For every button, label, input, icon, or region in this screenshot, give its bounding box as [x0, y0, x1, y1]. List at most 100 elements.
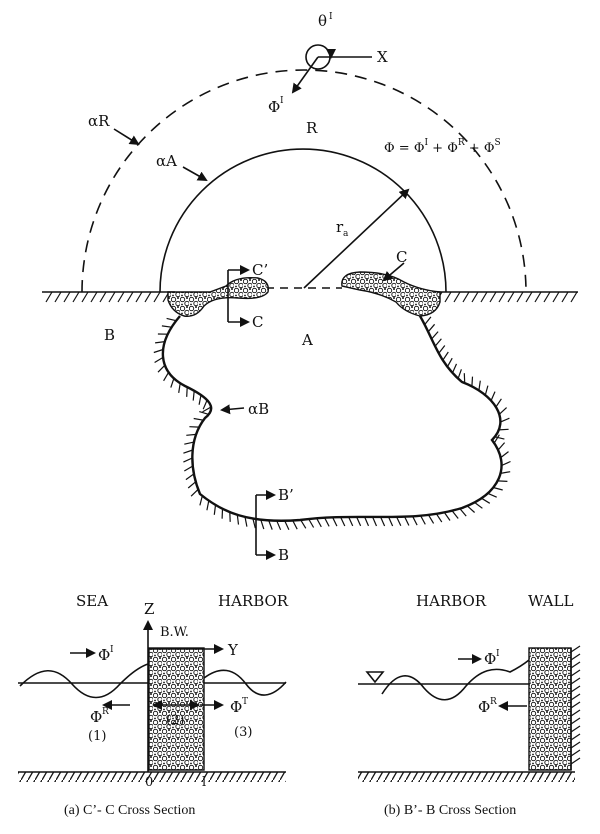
- harbor-hatch-mark: [478, 380, 481, 391]
- harbor-hatch-mark: [154, 356, 164, 364]
- harbor-hatch-mark: [184, 441, 195, 445]
- c-lower-label: C: [252, 313, 263, 331]
- harbor-hatch-mark: [396, 516, 402, 527]
- breakwater-label: B.W.: [160, 625, 189, 640]
- ground-hatch-mark: [99, 291, 107, 303]
- harbor-hatch-mark: [431, 331, 439, 340]
- region-a-label: A: [301, 331, 313, 349]
- harbor-hatch-mark: [487, 492, 497, 498]
- wall-hatch-mark: [570, 725, 581, 733]
- c-pointer-label: C: [396, 248, 407, 266]
- harbor-hatch-mark: [332, 517, 338, 527]
- harbor-hatch-mark: [493, 486, 503, 491]
- ground-hatch-mark: [63, 291, 71, 303]
- outer-boundary-alpha-r: [81, 69, 527, 293]
- inner-boundary-alpha-a: [159, 148, 447, 293]
- ground-hatch-mark: [480, 291, 488, 303]
- ground-hatch-mark: [126, 291, 134, 303]
- harbor-hatch-mark: [276, 520, 282, 531]
- harbor-hatch-mark: [348, 516, 354, 527]
- harbor-hatch-mark: [459, 508, 467, 517]
- harbor-hatch: [153, 316, 511, 531]
- harbor-hatch-mark: [495, 398, 502, 408]
- ground-hatch-mark: [543, 291, 551, 303]
- ground-hatch-mark: [117, 291, 125, 303]
- phi-r-label-a: Φ: [90, 708, 102, 726]
- harbor-hatch-mark: [260, 519, 265, 530]
- x-axis-label: X: [377, 48, 388, 66]
- zone-3-label: (3): [234, 725, 252, 740]
- caption-b: (b) B’- B Cross Section: [384, 803, 516, 818]
- harbor-hatch-mark: [442, 351, 449, 361]
- incident-wave-arrow: [291, 56, 319, 94]
- harbor-hatch-mark: [186, 433, 197, 436]
- origin-label: 0: [145, 775, 153, 790]
- seabed-hatch-a: [18, 772, 286, 782]
- wall-hatch-mark: [570, 677, 581, 685]
- wave-b: [381, 659, 530, 701]
- harbor-hatch-mark: [446, 357, 453, 368]
- alpha-r-leader: [113, 128, 140, 146]
- harbor-hatch-mark: [427, 323, 436, 333]
- ground-hatch-mark: [108, 291, 116, 303]
- harbor-hatch-mark: [308, 518, 315, 528]
- wall-hatch-mark: [570, 693, 581, 701]
- breakwater-right: [341, 271, 441, 317]
- harbor-hatch-mark: [471, 376, 474, 387]
- harbor-hatch-mark: [300, 519, 307, 529]
- harbor-label-a: HARBOR: [218, 592, 289, 610]
- zone-1-label: (1): [88, 729, 106, 744]
- harbor-hatch-mark: [190, 488, 199, 497]
- harbor-hatch-mark: [340, 516, 346, 527]
- alpha-b-label: αB: [248, 400, 269, 418]
- breakwater-left: [167, 276, 269, 317]
- wall-hatch-mark: [570, 709, 581, 717]
- harbor-hatch-mark: [316, 517, 322, 528]
- wall-hatch: [570, 645, 581, 765]
- harbor-hatch-mark: [497, 480, 508, 482]
- width-mark-label: l: [202, 775, 206, 790]
- ground-hatch-mark: [144, 291, 152, 303]
- phi-r-sup-a: R: [102, 707, 109, 717]
- phi-t-label-a: Φ: [230, 698, 242, 716]
- wave-left-a: [19, 663, 149, 699]
- harbor-hatch-mark: [155, 341, 165, 344]
- harbor-hatch-mark: [236, 514, 240, 525]
- zone-2-label: (2): [166, 713, 184, 728]
- phi-i-sup-a: I: [110, 645, 114, 655]
- region-r-label: R: [306, 119, 318, 137]
- ground-hatch-mark: [453, 291, 461, 303]
- alpha-a-leader: [182, 166, 208, 181]
- breakwater-block: [148, 647, 205, 771]
- wall-hatch-mark: [570, 741, 581, 749]
- harbor-hatch-mark: [193, 417, 204, 421]
- ground-hatch-mark: [72, 291, 80, 303]
- harbor-hatch-mark: [500, 471, 511, 474]
- harbor-hatch-mark: [438, 345, 446, 354]
- phi-incident-label: Φ: [268, 98, 280, 116]
- c-prime-label: C’: [252, 261, 268, 279]
- harbor-hatch-mark: [494, 436, 505, 440]
- harbor-hatch-mark: [163, 371, 170, 382]
- harbor-hatch-mark: [501, 460, 511, 467]
- radius-arrow: [303, 188, 410, 289]
- radius-label: r: [336, 218, 344, 236]
- harbor-hatch-mark: [434, 338, 442, 347]
- ground-hatch-mark: [90, 291, 98, 303]
- harbor-hatch-mark: [186, 387, 188, 397]
- harbor-hatch-mark: [443, 512, 451, 521]
- alpha-r-label: αR: [88, 112, 110, 130]
- harbor-hatch-mark: [213, 504, 217, 515]
- harbor-hatch-mark: [424, 316, 432, 325]
- harbor-hatch-mark: [244, 516, 248, 527]
- phi-t-sup-a: T: [242, 697, 248, 707]
- wall-hatch-mark: [570, 749, 581, 757]
- wall-hatch-mark: [570, 645, 581, 653]
- harbor-hatch-mark: [364, 516, 370, 527]
- harbor-hatch-mark: [292, 520, 298, 530]
- wall-hatch-mark: [570, 685, 581, 693]
- harbor-hatch-mark: [183, 457, 193, 463]
- harbor-wall-block: [528, 647, 572, 771]
